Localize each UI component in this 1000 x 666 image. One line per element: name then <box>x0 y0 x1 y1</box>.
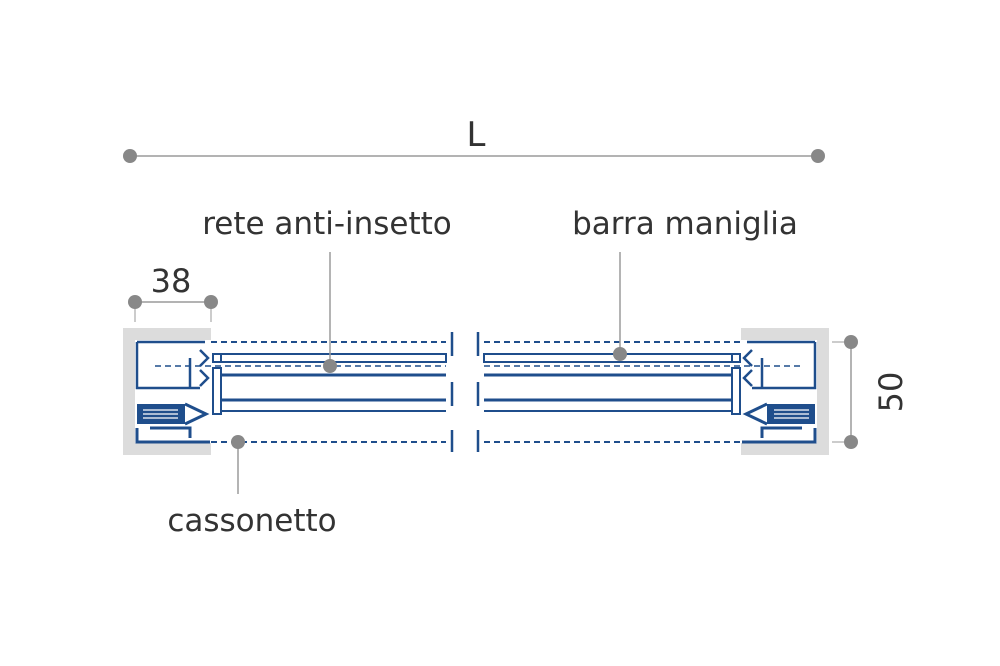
height-dot-bottom <box>844 435 858 449</box>
length-dot-right <box>811 149 825 163</box>
dimension-length: L <box>123 115 825 163</box>
insect-net-label: rete anti-insetto <box>202 206 452 242</box>
cassette-label: cassonetto <box>167 503 336 539</box>
right-handle-end <box>731 367 741 415</box>
callout-insect-net: rete anti-insetto <box>202 206 452 373</box>
handle-bar-label: barra maniglia <box>572 206 798 242</box>
left-lower-profile <box>135 402 210 444</box>
left-upper-profile <box>135 340 210 390</box>
right-lower-profile <box>742 402 817 444</box>
left-spring-coil <box>143 409 178 419</box>
length-label: L <box>467 115 486 155</box>
height-dot-top <box>844 335 858 349</box>
right-spring-coil <box>774 409 809 419</box>
callout-handle-bar: barra maniglia <box>572 206 798 361</box>
left-frame <box>123 328 211 455</box>
cassette-dot <box>231 435 245 449</box>
height-label: 50 <box>872 372 910 413</box>
handle-bar-dot <box>613 347 627 361</box>
left-net-end-cap <box>212 353 222 363</box>
center-body-right <box>476 332 800 452</box>
length-dot-left <box>123 149 137 163</box>
callout-cassette: cassonetto <box>167 435 337 539</box>
right-net-rail <box>483 353 739 363</box>
right-upper-profile <box>742 340 817 390</box>
left-handle-end <box>212 367 222 415</box>
right-frame <box>741 328 829 455</box>
dimension-width: 38 <box>128 262 218 322</box>
dimension-height: 50 <box>832 335 910 449</box>
insect-net-dot <box>323 359 337 373</box>
width-label: 38 <box>151 262 192 300</box>
left-cassette <box>123 328 211 455</box>
width-dot-right <box>204 295 218 309</box>
center-body-left <box>155 332 454 452</box>
width-dot-left <box>128 295 142 309</box>
right-cassette <box>741 328 829 455</box>
right-net-end-cap <box>731 353 741 363</box>
